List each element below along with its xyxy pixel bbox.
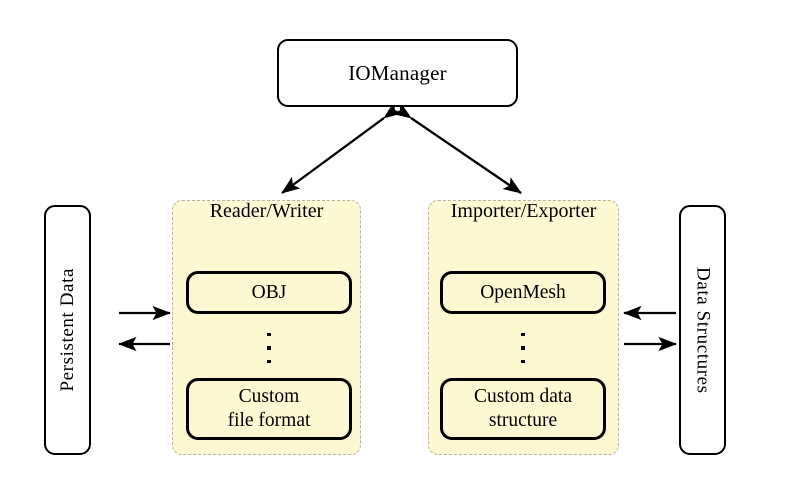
persistent-data-box[interactable]: Persistent Data (44, 205, 91, 455)
item-custom-file-format-label: Custom file format (227, 386, 311, 431)
persistent-data-label: Persistent Data (56, 268, 78, 392)
ellipsis-dot (267, 333, 271, 337)
io-manager-label: IOManager (348, 60, 447, 85)
connector-manager-to-importer-exporter (392, 102, 522, 194)
panel-reader-writer-label: Reader/Writer (209, 200, 324, 222)
item-custom-file-format[interactable]: Custom file format (186, 378, 352, 440)
connector-manager-to-reader-writer (281, 101, 403, 194)
ellipsis-dot (521, 333, 525, 337)
ellipsis-dot (267, 346, 271, 350)
item-openmesh[interactable]: OpenMesh (440, 271, 606, 314)
ellipsis-importer-exporter (513, 333, 533, 363)
item-obj-label: OBJ (251, 281, 287, 303)
item-custom-data-structure-label: Custom data structure (473, 386, 573, 431)
data-structures-label: Data Structures (692, 266, 714, 394)
item-obj[interactable]: OBJ (186, 271, 352, 314)
item-openmesh-label: OpenMesh (480, 281, 566, 303)
ellipsis-dot (521, 346, 525, 350)
ellipsis-reader-writer (259, 333, 279, 363)
io-manager-box[interactable]: IOManager (277, 39, 518, 107)
ellipsis-dot (521, 359, 525, 363)
panel-importer-exporter-label: Importer/Exporter (450, 200, 597, 222)
item-custom-data-structure[interactable]: Custom data structure (440, 378, 606, 440)
ellipsis-dot (267, 359, 271, 363)
data-structures-box[interactable]: Data Structures (679, 205, 726, 455)
